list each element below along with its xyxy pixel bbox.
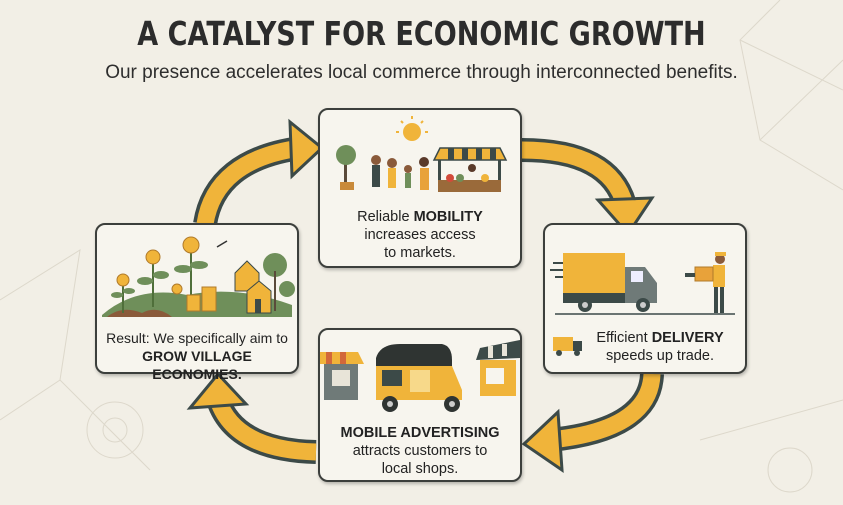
advertising-keyword: MOBILE ADVERTISING: [340, 425, 500, 441]
page-title: A CATALYST FOR ECONOMIC GROWTH: [137, 14, 706, 53]
small-truck-icon: [553, 337, 582, 356]
delivery-truck-icon: [550, 252, 735, 356]
mobility-keyword: MOBILITY: [413, 209, 483, 225]
mobility-text-prefix: Reliable: [357, 209, 414, 225]
delivery-line-2: speeds up trade.: [605, 348, 715, 364]
card-mobility: Reliable MOBILITY increases access to ma…: [318, 108, 522, 268]
card-advertising: MOBILE ADVERTISING attracts customers to…: [318, 328, 522, 482]
delivery-keyword: DELIVERY: [651, 330, 724, 346]
market-scene-icon: [336, 116, 508, 192]
result-keyword: GROW VILLAGE ECONOMIES.: [142, 348, 252, 382]
auto-rickshaw-icon: [320, 340, 520, 412]
delivery-text-prefix: Efficient: [596, 330, 652, 346]
money-plants-village-icon: [102, 236, 295, 317]
advertising-line-2: attracts customers to: [352, 443, 488, 459]
result-line-1: Result: We specifically aim to: [106, 330, 288, 346]
mobility-line-2: increases access: [364, 227, 476, 243]
mobility-line-3: to markets.: [384, 245, 456, 261]
arrow-result-to-mobility: [193, 118, 325, 227]
page-subtitle: Our presence accelerates local commerce …: [105, 62, 738, 83]
card-delivery: Efficient DELIVERY speeds up trade.: [543, 223, 747, 374]
arrow-mobility-to-delivery: [521, 138, 655, 237]
arrow-delivery-to-advertising: [521, 372, 664, 473]
advertising-line-3: local shops.: [381, 461, 459, 477]
arrow-advertising-to-result: [186, 371, 317, 464]
card-result: Result: We specifically aim to GROW VILL…: [95, 223, 299, 382]
